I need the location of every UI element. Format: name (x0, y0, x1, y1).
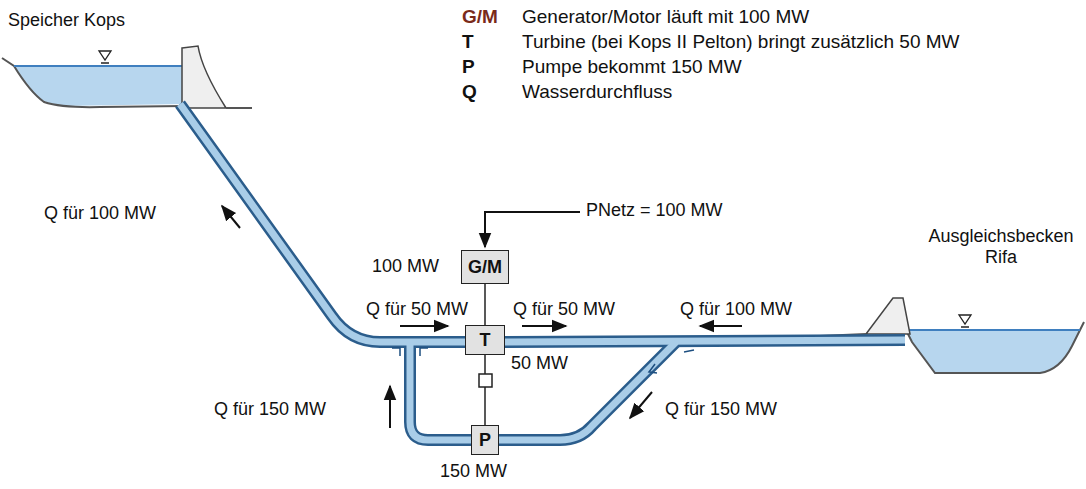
water-kops (14, 66, 184, 106)
water-level-symbol (99, 51, 111, 63)
reservoir-name: Ausgleichsbecken Rifa (922, 226, 1080, 267)
flow-label: Q für 100 MW (680, 299, 792, 320)
flow-arrow (522, 325, 566, 327)
flow-arrow (400, 325, 448, 327)
flow-mark (420, 348, 428, 356)
box-label: T (480, 330, 491, 351)
water-level-symbol (959, 315, 971, 327)
pipe-pump-in (410, 342, 472, 440)
penstock-water (180, 104, 470, 342)
ground-rifa (906, 322, 1084, 373)
flow-label: Q für 100 MW (44, 203, 156, 224)
power-label: 50 MW (511, 353, 568, 374)
legend-text: Wasserdurchfluss (522, 81, 672, 103)
flow-label: Q für 50 MW (366, 299, 468, 320)
legend-text: Turbine (bei Kops II Pelton) bringt zusä… (522, 31, 960, 53)
flow-arrow (222, 206, 240, 228)
ground-line (226, 107, 252, 109)
flow-label: Q für 50 MW (513, 299, 615, 320)
flow-mark (684, 350, 694, 352)
pipe-right (500, 340, 905, 342)
coupling-symbol (479, 374, 492, 387)
legend-key: P (462, 56, 475, 78)
pipe-pump-out (498, 342, 676, 440)
flow-label: Q für 150 MW (214, 399, 326, 420)
grid-power-arrow (485, 212, 580, 247)
power-label: 100 MW (372, 256, 439, 277)
power-label: 150 MW (440, 461, 507, 482)
flow-arrow (630, 392, 652, 418)
shaft-line (484, 355, 486, 425)
flow-arrow (700, 325, 742, 327)
pipe-pump-in-water (410, 342, 472, 440)
shaft-line (484, 284, 486, 325)
flow-mark (392, 348, 400, 356)
flow-mark (649, 364, 657, 373)
legend-text: Generator/Motor läuft mit 100 MW (522, 6, 809, 28)
dam-rifa (866, 298, 910, 334)
dam-kops (182, 46, 226, 108)
pipe-right-water (500, 340, 905, 342)
generator-motor-box: G/M (461, 250, 509, 284)
pipes (180, 104, 905, 440)
legend-key: Q (462, 81, 477, 103)
pipe-pump-out-water (498, 342, 676, 440)
penstock (180, 104, 470, 342)
ground-kops (2, 58, 184, 107)
legend-key: G/M (462, 6, 498, 28)
pipe-flow-marks (392, 348, 694, 373)
reservoir-name: Speicher Kops (8, 10, 125, 31)
flow-label: Q für 150 MW (665, 399, 777, 420)
power-label: PNetz = 100 MW (586, 200, 723, 221)
water-surface (14, 65, 184, 67)
flow-arrow (389, 386, 391, 428)
turbine-box: T (465, 325, 505, 355)
box-label: P (479, 430, 491, 451)
legend-text: Pumpe bekommt 150 MW (522, 56, 742, 78)
water-rifa (906, 330, 1080, 373)
flow-arrows (222, 206, 742, 428)
box-label: G/M (468, 257, 502, 278)
pump-box: P (471, 425, 499, 455)
legend-key: T (462, 31, 474, 53)
water-surface (906, 329, 1080, 331)
